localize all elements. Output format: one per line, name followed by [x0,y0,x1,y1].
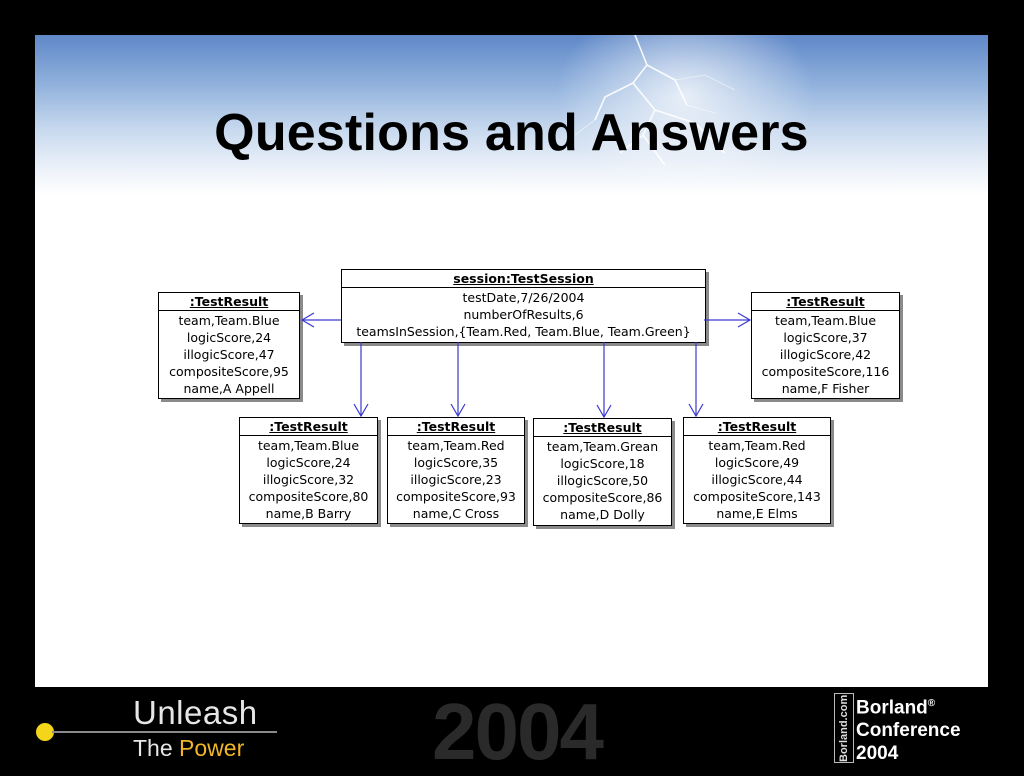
page-title: Questions and Answers [214,104,809,162]
uml-attribute: name,A Appell [183,381,275,396]
uml-attribute: illogicScore,50 [556,473,649,488]
tagline-prefix: The [133,735,180,761]
arrow-to-dolly [596,342,612,419]
uml-result-box-fisher: :TestResult team,Team.Blue logicScore,37… [751,292,900,399]
borland-logo-mark: Borland.com [834,693,854,763]
arrow-to-elms [688,342,704,418]
uml-attribute: logicScore,35 [413,455,499,470]
uml-attribute: name,E Elms [716,506,798,521]
arrow-to-appell [300,312,341,328]
uml-attribute: logicScore,37 [783,330,868,345]
uml-result-attributes: team,Team.Blue logicScore,24 illogicScor… [240,436,377,524]
uml-attribute: name,F Fisher [781,381,870,396]
footer-tagline-power: The Power [133,735,244,762]
uml-result-box-appell: :TestResult team,Team.Blue logicScore,24… [158,292,300,399]
uml-attribute: name,C Cross [412,506,500,521]
uml-attribute: illogicScore,42 [779,347,872,362]
footer-year-watermark: 2004 [432,687,604,776]
uml-attribute: compositeScore,80 [248,489,369,504]
footer-bar [0,687,1024,768]
uml-result-attributes: team,Team.Grean logicScore,18 illogicSco… [534,437,671,525]
uml-attribute: teamsInSession,{Team.Red, Team.Blue, Tea… [356,324,691,339]
uml-result-box-barry: :TestResult team,Team.Blue logicScore,24… [239,417,378,524]
uml-attribute: team,Team.Grean [546,439,659,454]
brand-line-2: Conference [856,720,961,742]
uml-attribute: team,Team.Red [708,438,806,453]
uml-attribute: compositeScore,143 [693,489,821,504]
bullet-dot-icon [36,723,54,741]
uml-result-header: :TestResult [534,419,671,437]
footer-divider [52,731,277,733]
sky-banner [35,35,988,195]
uml-result-header: :TestResult [684,418,830,436]
uml-session-header: session:TestSession [342,270,705,288]
brand-line-1: Borland® [856,692,961,719]
registered-mark: ® [927,698,936,709]
uml-attribute: compositeScore,95 [169,364,289,379]
uml-attribute: illogicScore,47 [183,347,275,362]
uml-attribute: team,Team.Blue [774,313,877,328]
uml-result-header: :TestResult [159,293,299,311]
lightning-graphic [574,35,736,166]
uml-result-box-cross: :TestResult team,Team.Red logicScore,35 … [387,417,525,524]
uml-attribute: testDate,7/26/2004 [462,290,585,305]
uml-result-header: :TestResult [388,418,524,436]
uml-attribute: team,Team.Blue [257,438,360,453]
uml-attribute: team,Team.Red [407,438,505,453]
footer-tagline-unleash: Unleash [133,694,258,731]
uml-attribute: compositeScore,116 [761,364,890,379]
uml-attribute: illogicScore,23 [410,472,502,487]
uml-session-attributes: testDate,7/26/2004 numberOfResults,6 tea… [342,288,705,342]
uml-result-header: :TestResult [240,418,377,436]
uml-attribute: illogicScore,44 [711,472,803,487]
uml-attribute: illogicScore,32 [262,472,355,487]
uml-result-attributes: team,Team.Red logicScore,49 illogicScore… [684,436,830,524]
uml-attribute: logicScore,18 [560,456,645,471]
uml-attribute: name,D Dolly [560,507,645,522]
arrow-to-fisher [704,312,752,328]
uml-attribute: logicScore,24 [186,330,272,345]
uml-session-box: session:TestSession testDate,7/26/2004 n… [341,269,706,343]
uml-result-attributes: team,Team.Blue logicScore,37 illogicScor… [752,311,899,399]
uml-attribute: team,Team.Blue [178,313,280,328]
borland-conference-logo: Borland® Conference 2004 [856,692,961,765]
uml-result-box-dolly: :TestResult team,Team.Grean logicScore,1… [533,418,672,526]
brand-name: Borland [856,697,928,719]
uml-result-box-elms: :TestResult team,Team.Red logicScore,49 … [683,417,831,524]
sky-glow [555,35,815,195]
uml-result-header: :TestResult [752,293,899,311]
uml-attribute: name,B Barry [265,506,352,521]
uml-attribute: numberOfResults,6 [463,307,584,322]
uml-attribute: compositeScore,86 [542,490,663,505]
uml-attribute: logicScore,49 [714,455,800,470]
uml-result-attributes: team,Team.Red logicScore,35 illogicScore… [388,436,524,524]
tagline-accent: Power [179,735,245,761]
uml-attribute: compositeScore,93 [396,489,516,504]
uml-result-attributes: team,Team.Blue logicScore,24 illogicScor… [159,311,299,399]
brand-line-3: 2004 [856,743,899,765]
uml-attribute: logicScore,24 [266,455,351,470]
arrow-to-cross [450,342,466,418]
arrow-to-barry [353,342,369,418]
